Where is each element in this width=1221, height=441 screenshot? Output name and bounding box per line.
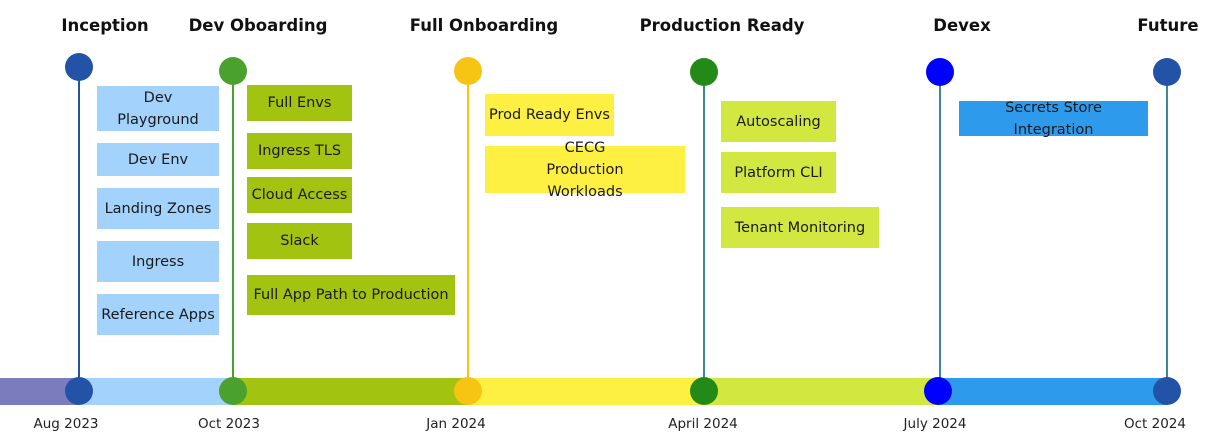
- dev-onboarding-pin-line: [232, 72, 234, 390]
- devex-milestone-dot: [926, 58, 954, 86]
- timeline-dot-april-2024: [690, 377, 718, 405]
- inception-item-ingress: Ingress: [97, 241, 219, 282]
- full-onboarding-milestone-dot: [454, 57, 482, 85]
- timeline-segment-inception: [79, 378, 234, 405]
- production-ready-item-tenant-monitoring: Tenant Monitoring: [721, 207, 879, 248]
- inception-milestone-dot: [65, 53, 93, 81]
- timeline-segment-production-ready: [704, 378, 939, 405]
- timeline-segment-dev-onboarding: [233, 378, 469, 405]
- inception-item-reference-apps: Reference Apps: [97, 294, 219, 335]
- full-onboarding-item-prod-ready-envs: Prod Ready Envs: [485, 94, 614, 136]
- date-label-oct-2023: Oct 2023: [198, 416, 260, 432]
- dev-onboarding-item-slack: Slack: [247, 223, 352, 259]
- timeline-segment-devex: [938, 378, 1168, 405]
- devex-item-secrets-store: Secrets Store Integration: [959, 100, 1148, 138]
- production-ready-milestone-dot: [690, 58, 718, 86]
- inception-item-dev-env: Dev Env: [97, 143, 219, 176]
- date-label-aug-2023: Aug 2023: [33, 416, 99, 432]
- future-pin-line: [1166, 72, 1168, 390]
- phase-title-full-onboarding: Full Onboarding: [409, 16, 559, 35]
- full-onboarding-item-cecg-workloads: CECG Production Workloads: [485, 140, 685, 200]
- production-ready-item-platform-cli: Platform CLI: [721, 152, 836, 193]
- inception-pin-line: [78, 68, 80, 390]
- date-label-jan-2024: Jan 2024: [426, 416, 486, 432]
- date-label-oct-2024: Oct 2024: [1124, 416, 1186, 432]
- devex-pin-line: [939, 72, 941, 390]
- phase-title-production-ready: Production Ready: [639, 16, 805, 35]
- date-label-april-2024: April 2024: [668, 416, 738, 432]
- date-label-july-2024: July 2024: [903, 416, 967, 432]
- future-milestone-dot: [1153, 58, 1181, 86]
- dev-onboarding-milestone-dot: [219, 57, 247, 85]
- production-ready-pin-line: [703, 72, 705, 390]
- phase-title-inception: Inception: [61, 16, 149, 35]
- production-ready-item-autoscaling: Autoscaling: [721, 101, 836, 142]
- full-onboarding-pin-line: [467, 72, 469, 390]
- timeline-dot-oct-2024: [1153, 377, 1181, 405]
- timeline-dot-jan-2024: [454, 377, 482, 405]
- dev-onboarding-item-full-envs: Full Envs: [247, 85, 352, 121]
- timeline-dot-oct-2023: [219, 377, 247, 405]
- phase-title-dev-onboarding: Dev Oboarding: [188, 16, 328, 35]
- timeline-dot-july-2024: [924, 377, 952, 405]
- timeline-segment-full-onboarding: [468, 378, 705, 405]
- dev-onboarding-item-cloud-access: Cloud Access: [247, 177, 352, 213]
- inception-item-dev-playground: Dev Playground: [97, 86, 219, 131]
- phase-title-future: Future: [1137, 16, 1199, 35]
- dev-onboarding-item-full-app-path: Full App Path to Production: [247, 275, 455, 315]
- dev-onboarding-item-ingress-tls: Ingress TLS: [247, 133, 352, 169]
- phase-title-devex: Devex: [933, 16, 991, 35]
- timeline-dot-aug-2023: [65, 377, 93, 405]
- inception-item-landing-zones: Landing Zones: [97, 188, 219, 229]
